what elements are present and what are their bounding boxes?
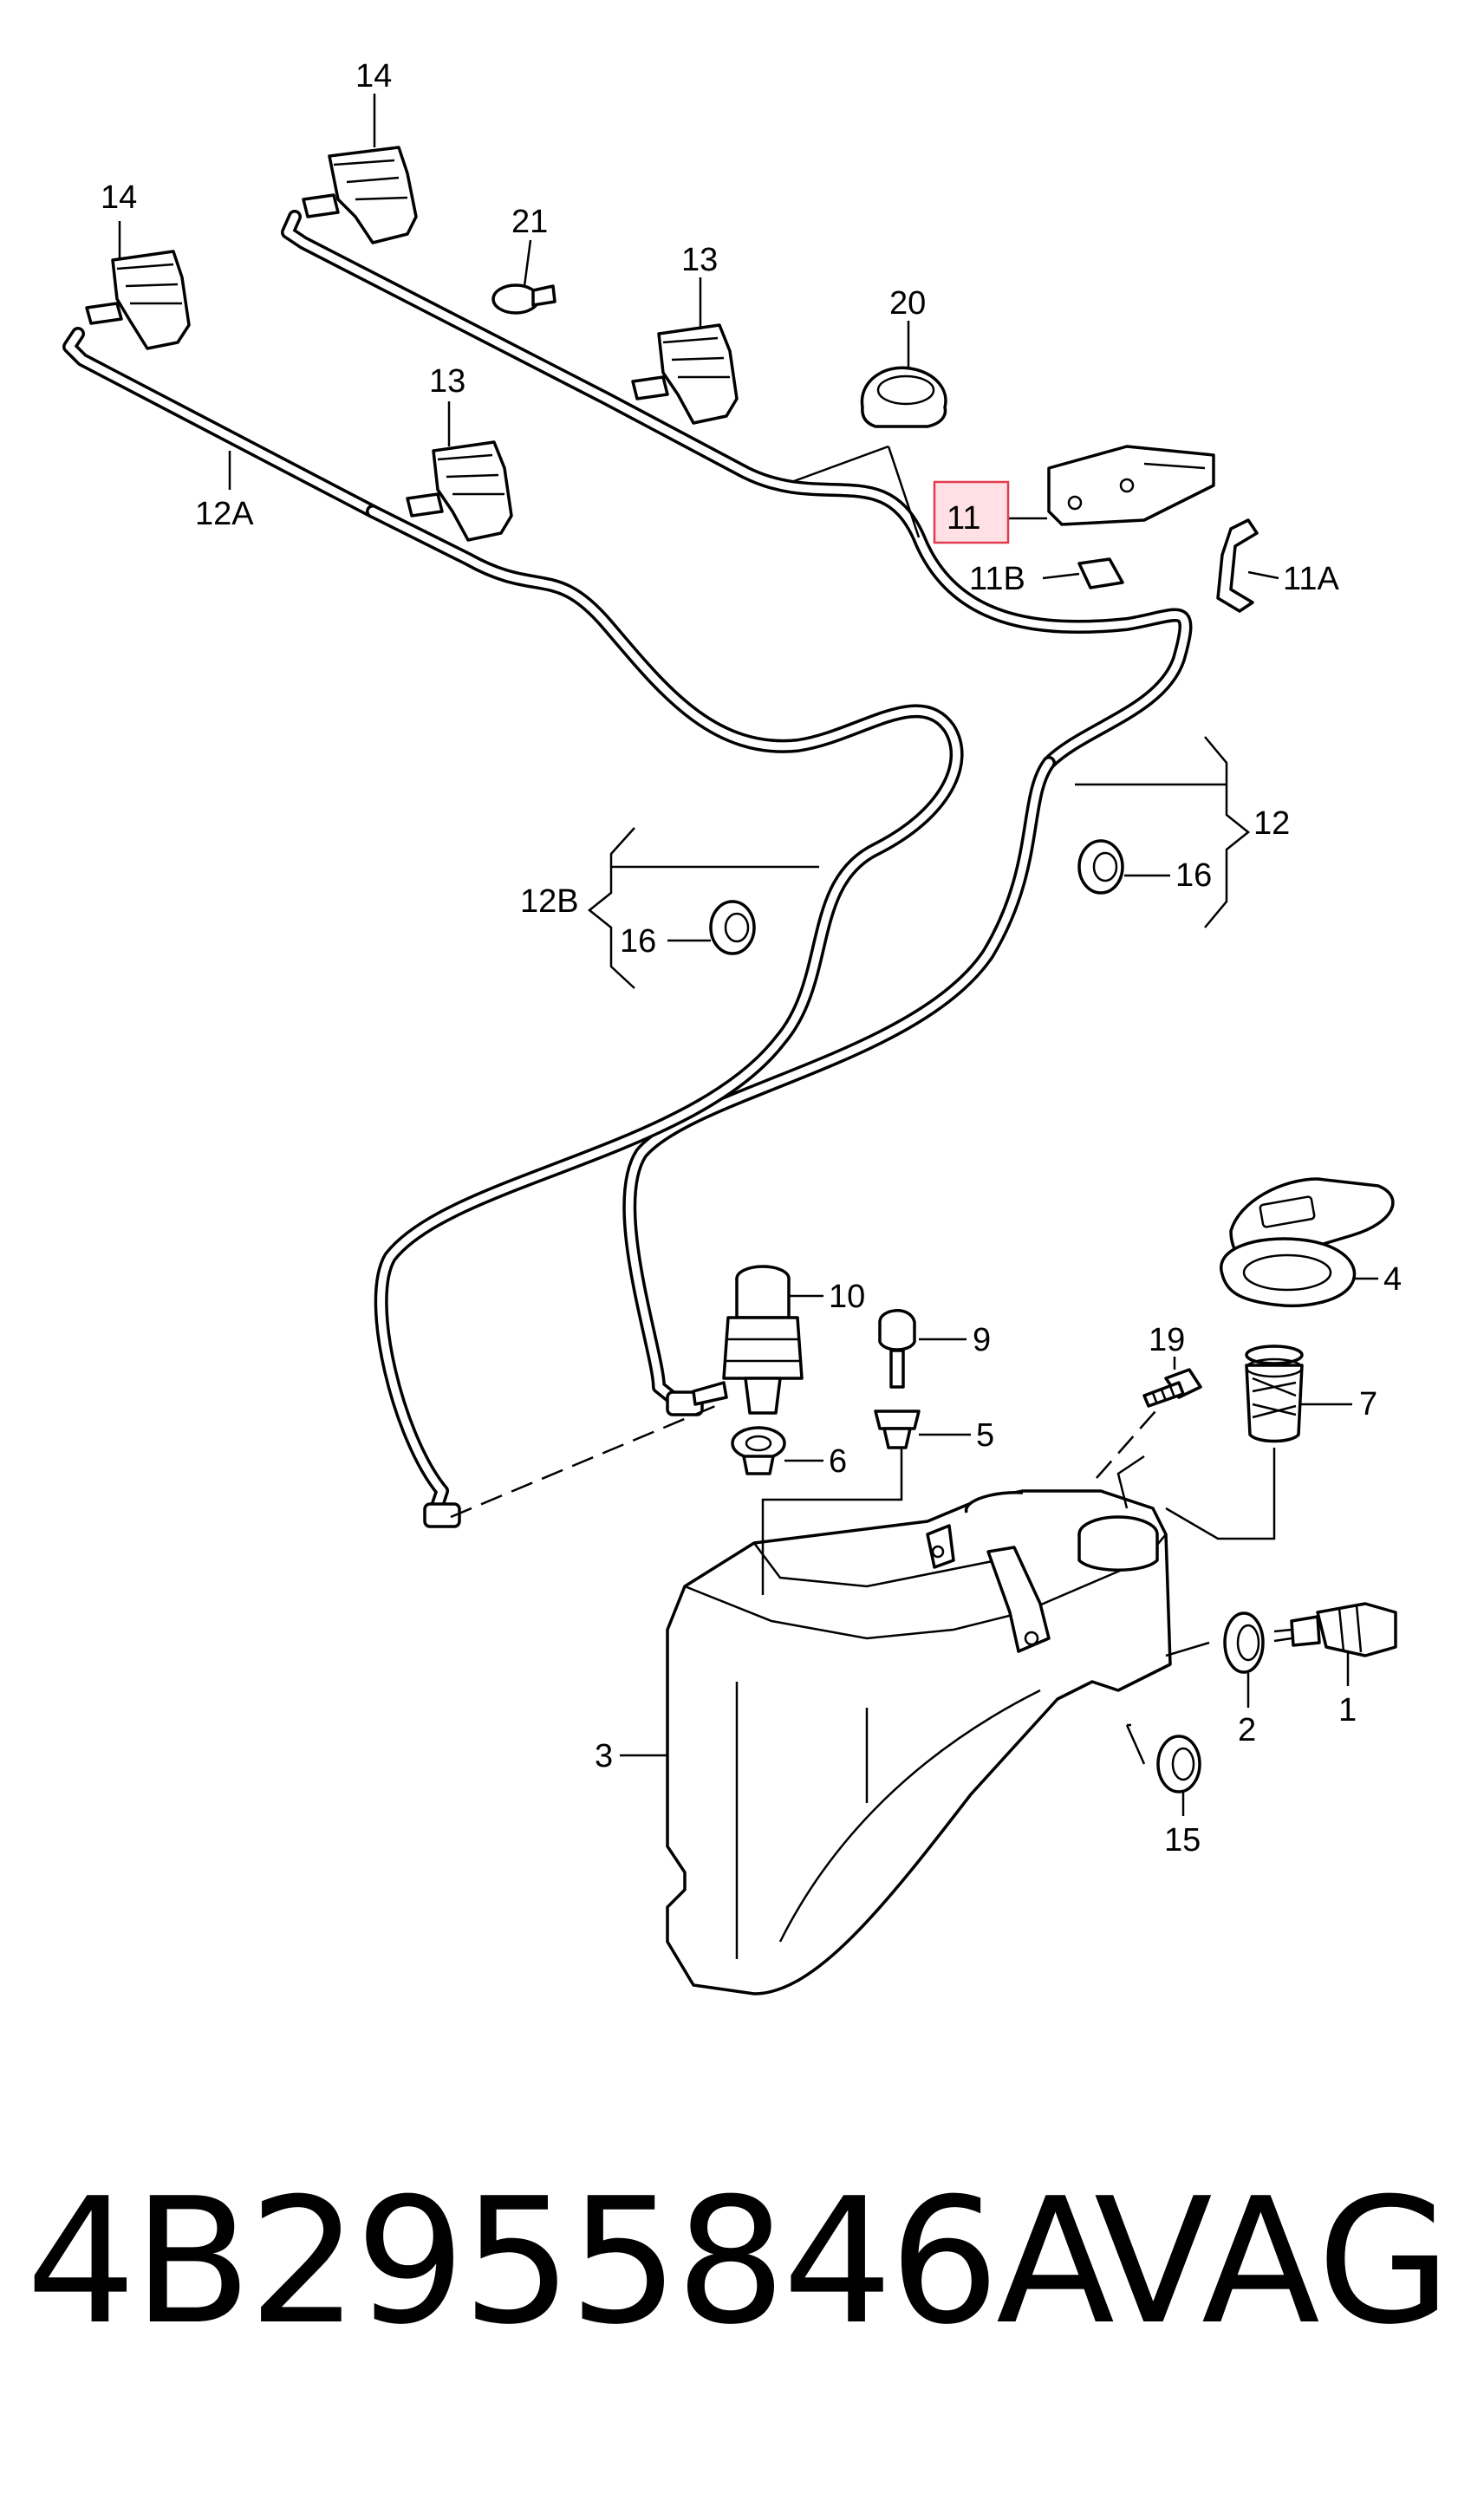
grommet-16-left	[709, 900, 756, 955]
part-number: 4B2955846A	[26, 2161, 1115, 2363]
label-6: 6	[829, 1443, 847, 1480]
label-11A: 11A	[1283, 561, 1339, 597]
label-20: 20	[889, 285, 926, 322]
clip-11A	[1216, 518, 1259, 613]
label-10: 10	[829, 1279, 865, 1315]
nozzle-13-left	[406, 440, 513, 542]
cap-20	[860, 366, 947, 428]
brand-name: VAG	[1094, 2161, 1452, 2363]
label-4: 4	[1383, 1261, 1402, 1298]
highlight-box-11	[933, 480, 1010, 544]
reservoir-3	[666, 1489, 1172, 1995]
filter-9	[878, 1309, 916, 1389]
nozzle-13-top	[631, 323, 739, 425]
label-7: 7	[1359, 1386, 1377, 1423]
cap-4	[1219, 1177, 1395, 1308]
label-21: 21	[511, 204, 548, 240]
dashed-connection	[450, 1403, 1162, 1519]
label-11: 11	[947, 500, 980, 537]
clip-11B	[1077, 557, 1124, 589]
callout-labels: 14 14 21 13 20 13 12A 11 11B 11A 12 12B …	[101, 58, 1402, 1859]
label-13-top: 13	[681, 242, 718, 278]
nozzle-14-left	[85, 250, 191, 350]
grommet-5	[874, 1409, 921, 1449]
grommet-15	[1156, 1735, 1201, 1794]
label-19: 19	[1149, 1322, 1185, 1358]
label-16-right: 16	[1175, 857, 1212, 894]
strainer-7	[1245, 1344, 1304, 1443]
label-12B: 12B	[520, 883, 579, 920]
label-14-left: 14	[101, 179, 137, 216]
label-14-top: 14	[355, 58, 392, 94]
leader-lines	[118, 94, 1378, 1816]
label-11B: 11B	[969, 561, 1025, 597]
label-9: 9	[973, 1322, 991, 1358]
grommet-16-right	[1077, 839, 1124, 895]
label-16-left: 16	[620, 923, 656, 960]
label-13-left: 13	[429, 363, 465, 400]
label-3: 3	[595, 1738, 613, 1774]
washer-hoses	[62, 210, 1193, 1528]
label-12A: 12A	[195, 496, 254, 532]
grommet-6	[731, 1426, 786, 1475]
grommet-2	[1223, 1611, 1265, 1674]
label-2: 2	[1238, 1712, 1256, 1748]
label-15: 15	[1164, 1822, 1201, 1859]
sensor-1	[1273, 1602, 1397, 1657]
label-12: 12	[1253, 805, 1290, 842]
label-5: 5	[976, 1417, 994, 1454]
bracket-11	[1047, 445, 1215, 526]
clip-21	[491, 283, 556, 315]
bolt-19	[1142, 1368, 1202, 1408]
pump-10	[692, 1265, 804, 1415]
label-1: 1	[1338, 1692, 1357, 1729]
nozzle-14-top	[302, 146, 418, 244]
footer: 4B2955846A VAG	[0, 2141, 1484, 2401]
